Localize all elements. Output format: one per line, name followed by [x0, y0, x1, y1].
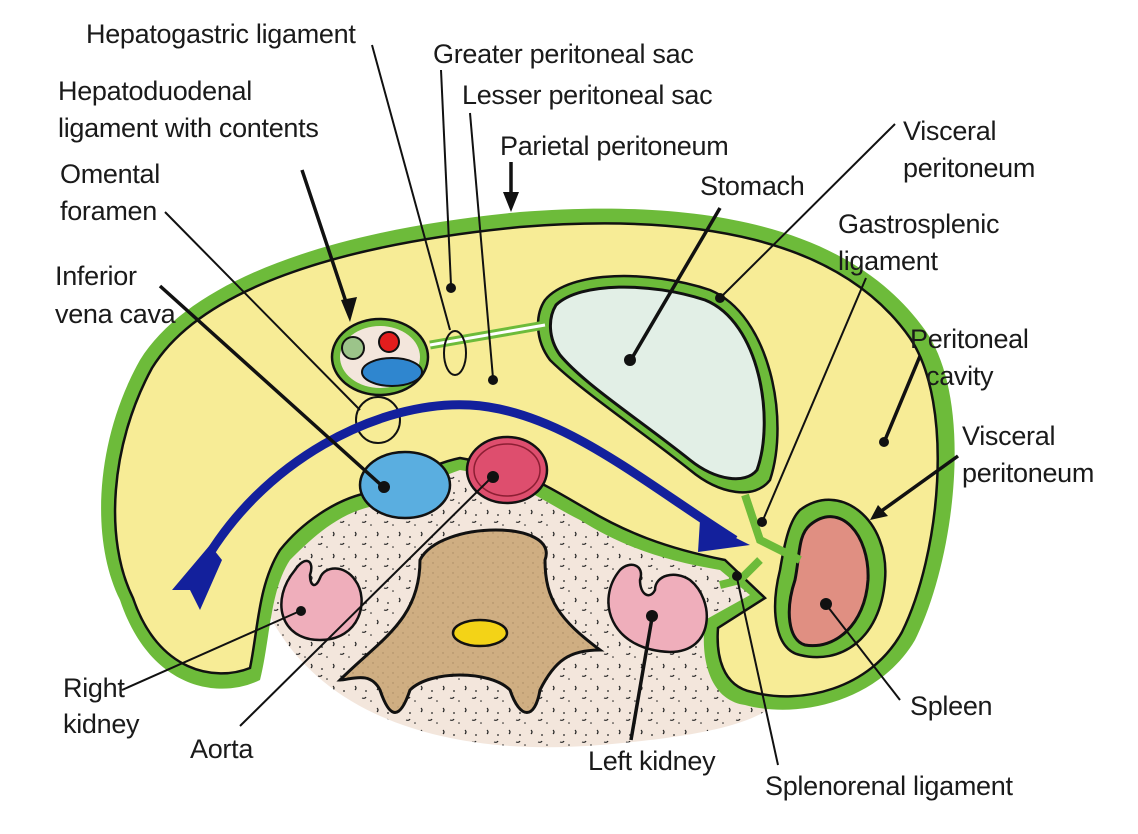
hepatogastric-marker	[443, 330, 467, 376]
label-hepatogastric-ligament: Hepatogastric ligament	[86, 19, 356, 49]
label-visceral-peritoneum-top-line1: Visceral	[903, 116, 996, 146]
label-greater-peritoneal-sac: Greater peritoneal sac	[433, 39, 694, 69]
left-kidney	[607, 563, 709, 654]
label-ivc-line2: vena cava	[55, 299, 177, 329]
flow-arrow	[196, 400, 738, 573]
label-stomach: Stomach	[700, 171, 804, 201]
bile-duct	[341, 336, 365, 360]
label-hepatoduodenal-line1: Hepatoduodenal	[58, 76, 252, 106]
label-parietal-peritoneum: Parietal peritoneum	[500, 131, 728, 161]
label-gastrosplenic-line1: Gastrosplenic	[838, 209, 999, 239]
right-kidney	[280, 559, 363, 642]
leader-lines	[121, 44, 960, 766]
flow-arrowhead	[698, 520, 750, 552]
inferior-vena-cava	[358, 450, 452, 520]
spinal-cord	[451, 618, 509, 648]
label-right-kidney-line1: Right	[63, 673, 125, 703]
label-visceral-peritoneum-right-line2: peritoneum	[962, 458, 1094, 488]
label-gastrosplenic-line2: ligament	[838, 246, 938, 276]
label-spleen: Spleen	[910, 691, 992, 721]
label-lesser-peritoneal-sac: Lesser peritoneal sac	[462, 80, 712, 110]
label-omental-foramen-line1: Omental	[60, 159, 160, 189]
label-peritoneal-cavity-line1: Peritoneal	[910, 324, 1029, 354]
label-visceral-peritoneum-right-line1: Visceral	[962, 421, 1055, 451]
label-right-kidney-line2: kidney	[63, 709, 140, 739]
label-omental-foramen-line2: foramen	[60, 196, 157, 226]
aorta	[465, 435, 549, 505]
label-ivc-line1: Inferior	[55, 261, 137, 291]
label-splenorenal-ligament: Splenorenal ligament	[765, 771, 1013, 801]
hepatic-artery	[378, 331, 400, 353]
label-left-kidney: Left kidney	[588, 746, 716, 776]
portal-vein	[361, 357, 423, 387]
label-hepatoduodenal-line2: ligament with contents	[58, 113, 319, 143]
label-aorta: Aorta	[190, 734, 254, 764]
flow-arrow-tail	[172, 545, 222, 610]
label-visceral-peritoneum-top-line2: peritoneum	[903, 153, 1035, 183]
label-peritoneal-cavity-line2: cavity	[926, 361, 994, 391]
gastrosplenic-ligament	[741, 493, 802, 564]
spleen	[787, 515, 870, 648]
omental-foramen-marker	[355, 396, 401, 444]
